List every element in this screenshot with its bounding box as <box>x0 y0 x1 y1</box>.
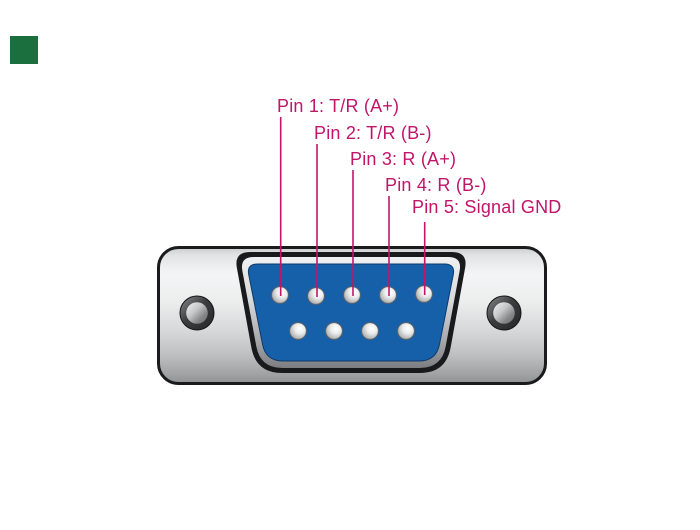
pin-label-4: Pin 4: R (B-) <box>385 175 487 195</box>
pin-4 <box>379 286 397 304</box>
dsub-insert-blue <box>247 263 455 362</box>
brand-logo-square <box>10 36 38 64</box>
pin-6 <box>289 322 307 340</box>
pin-label-2: Pin 2: T/R (B-) <box>314 123 432 143</box>
callout-lines <box>279 117 426 297</box>
pins <box>271 285 433 340</box>
pin-2 <box>307 287 325 305</box>
pin-9 <box>397 322 415 340</box>
pin-label-3: Pin 3: R (A+) <box>350 149 457 169</box>
screw-hole-left <box>179 295 215 331</box>
pin-label-5: Pin 5: Signal GND <box>412 197 562 217</box>
pin-label-1: Pin 1: T/R (A+) <box>277 96 400 116</box>
pin-3 <box>343 286 361 304</box>
connector-body <box>157 246 547 385</box>
pin-7 <box>325 322 343 340</box>
screw-hole-right <box>486 295 522 331</box>
pin-8 <box>361 322 379 340</box>
